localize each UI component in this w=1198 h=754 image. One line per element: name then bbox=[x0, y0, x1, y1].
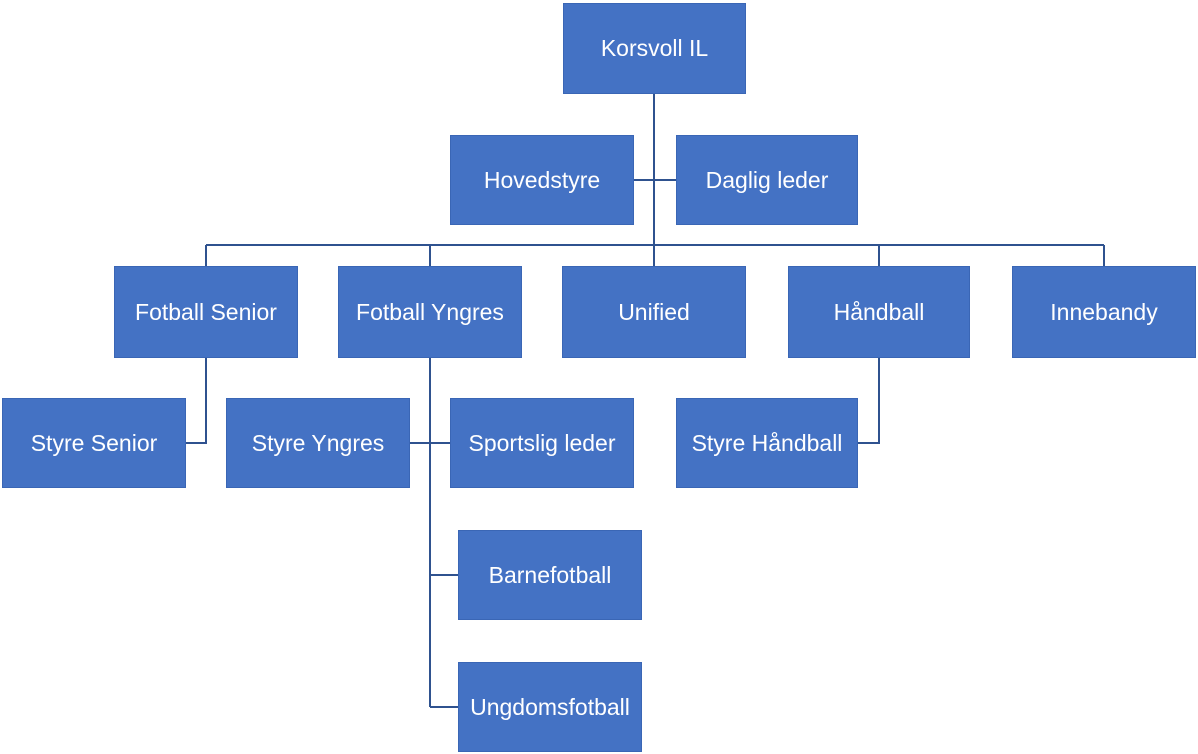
node-fotball-senior: Fotball Senior bbox=[114, 266, 298, 358]
node-sportslig-leder: Sportslig leder bbox=[450, 398, 634, 488]
node-innebandy: Innebandy bbox=[1012, 266, 1196, 358]
node-unified: Unified bbox=[562, 266, 746, 358]
node-styre-handball: Styre Håndball bbox=[676, 398, 858, 488]
node-hovedstyre: Hovedstyre bbox=[450, 135, 634, 225]
node-handball: Håndball bbox=[788, 266, 970, 358]
connector-styre-senior bbox=[186, 358, 207, 444]
node-daglig-leder: Daglig leder bbox=[676, 135, 858, 225]
node-styre-yngres: Styre Yngres bbox=[226, 398, 410, 488]
node-barnefotball: Barnefotball bbox=[458, 530, 642, 620]
node-korsvoll-il: Korsvoll IL bbox=[563, 3, 746, 94]
node-styre-senior: Styre Senior bbox=[2, 398, 186, 488]
node-ungdomsfotball: Ungdomsfotball bbox=[458, 662, 642, 752]
node-fotball-yngres: Fotball Yngres bbox=[338, 266, 522, 358]
connector-styre-handball bbox=[857, 358, 880, 444]
